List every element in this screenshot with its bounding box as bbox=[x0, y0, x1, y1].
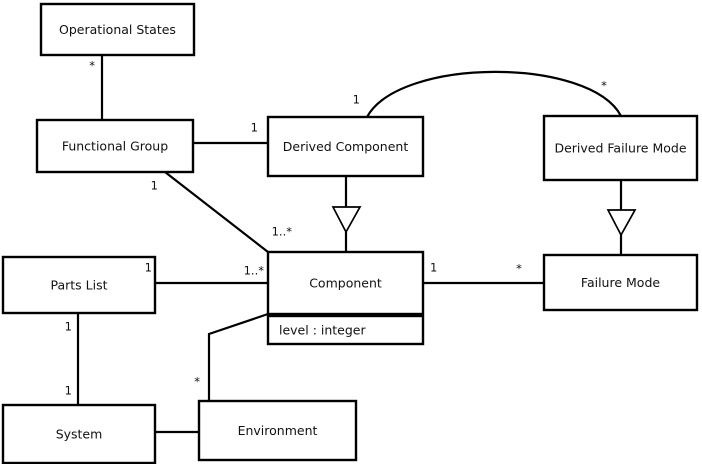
multiplicity-labels-layer: * 1 1 1..* 1 * 1 1..* 1 * 1 1 * bbox=[65, 59, 607, 398]
multiplicity-label: 1 bbox=[65, 384, 72, 398]
class-box-failure-mode[interactable]: Failure Mode bbox=[542, 253, 699, 312]
class-name-label: Operational States bbox=[59, 22, 176, 37]
class-rect[interactable] bbox=[197, 399, 358, 462]
multiplicity-label: 1 bbox=[65, 320, 72, 334]
class-box-functional-group[interactable]: Functional Group bbox=[35, 118, 195, 174]
association-environment-component bbox=[207, 312, 269, 401]
associations-layer bbox=[76, 55, 622, 434]
class-name-label: Derived Failure Mode bbox=[554, 141, 686, 156]
class-box-component[interactable]: Component level : integer bbox=[266, 250, 425, 346]
attribute-label: level : integer bbox=[279, 323, 366, 338]
class-name-label: Parts List bbox=[50, 278, 107, 293]
attribute-compartment-rect[interactable] bbox=[266, 314, 425, 346]
association-derived-component-derived-failure-mode bbox=[366, 70, 622, 118]
association-functional-group-component bbox=[164, 171, 269, 253]
class-box-environment[interactable]: Environment bbox=[197, 399, 358, 462]
class-name-label: Component bbox=[309, 276, 382, 291]
class-rect[interactable] bbox=[542, 114, 699, 182]
class-box-derived-failure-mode[interactable]: Derived Failure Mode bbox=[542, 114, 699, 182]
class-rect[interactable] bbox=[35, 118, 195, 174]
generalization-arrow-icon bbox=[331, 206, 362, 234]
multiplicity-label: 1..* bbox=[244, 264, 265, 278]
class-name-label: Functional Group bbox=[62, 139, 168, 154]
generalization-arrow-icon bbox=[606, 209, 637, 237]
multiplicity-label: * bbox=[89, 59, 95, 73]
class-rect[interactable] bbox=[1, 403, 157, 464]
multiplicity-label: 1 bbox=[251, 121, 258, 135]
class-rect[interactable] bbox=[266, 115, 425, 178]
multiplicity-label: * bbox=[601, 79, 607, 93]
multiplicity-label: * bbox=[516, 262, 522, 276]
class-box-derived-component[interactable]: Derived Component bbox=[266, 115, 425, 178]
class-rect[interactable] bbox=[1, 255, 157, 315]
multiplicity-label: 1 bbox=[353, 93, 360, 107]
generalizations-layer bbox=[331, 176, 637, 255]
class-name-label: System bbox=[56, 427, 103, 442]
multiplicity-label: 1 bbox=[145, 261, 152, 275]
multiplicity-label: 1 bbox=[430, 261, 437, 275]
class-rect[interactable] bbox=[39, 2, 196, 57]
class-name-label: Failure Mode bbox=[581, 275, 660, 290]
class-rect[interactable] bbox=[542, 253, 699, 312]
class-name-label: Environment bbox=[238, 423, 318, 438]
class-rect[interactable] bbox=[266, 250, 425, 316]
class-box-operational-states[interactable]: Operational States bbox=[39, 2, 196, 57]
class-box-system[interactable]: System bbox=[1, 403, 157, 464]
class-name-label: Derived Component bbox=[283, 139, 409, 154]
multiplicity-label: * bbox=[194, 375, 200, 389]
multiplicity-label: 1..* bbox=[272, 225, 293, 239]
multiplicity-label: 1 bbox=[151, 179, 158, 193]
class-box-parts-list[interactable]: Parts List bbox=[1, 255, 157, 315]
